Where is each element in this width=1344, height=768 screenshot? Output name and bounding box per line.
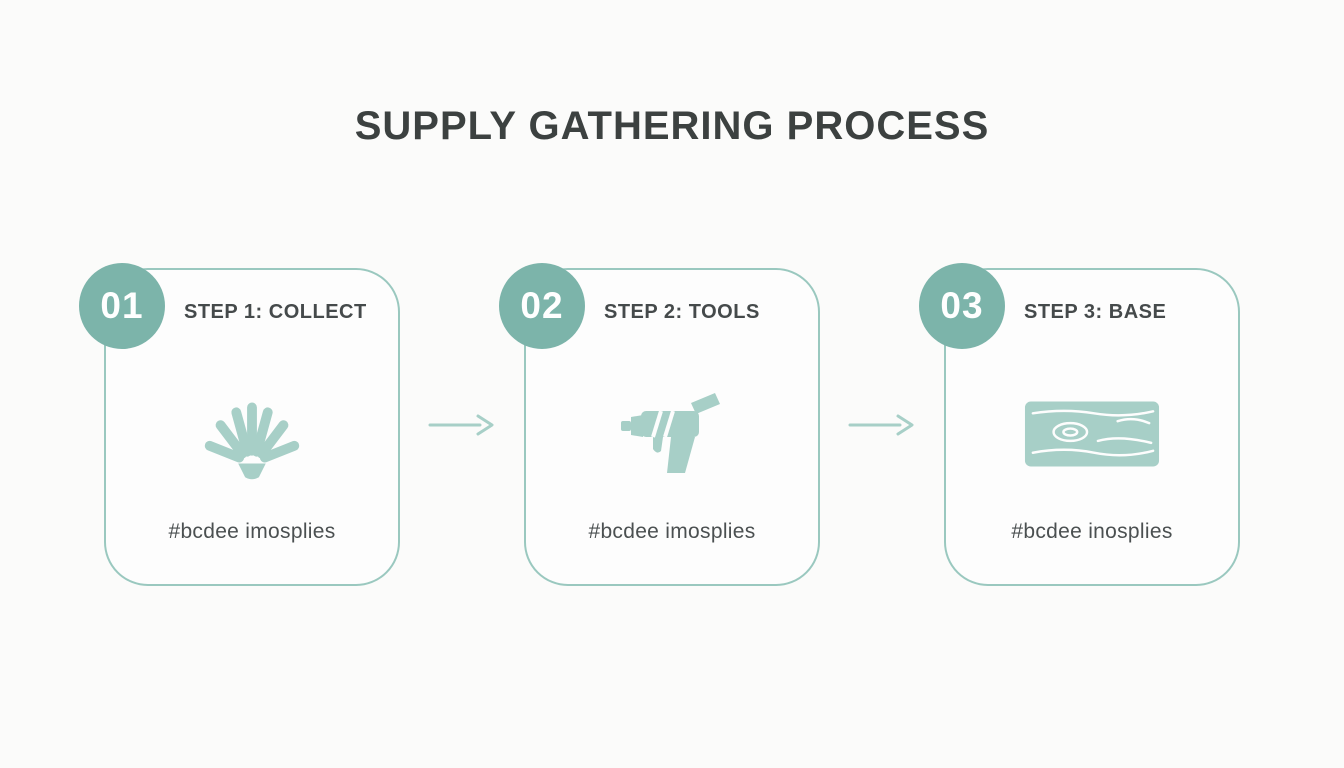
arrow-1-2 bbox=[400, 412, 524, 443]
step-label: STEP 2: TOOLS bbox=[604, 301, 760, 323]
step-caption: #bcdee inosplies bbox=[1011, 520, 1173, 543]
wood-plank-icon bbox=[1023, 399, 1161, 474]
step-number-badge: 03 bbox=[919, 263, 1005, 349]
arrow-2-3 bbox=[820, 412, 944, 443]
step-card-3: 03 STEP 3: BASE #bcdee inosplies bbox=[919, 263, 1240, 586]
step-icon-area bbox=[526, 356, 818, 516]
step-label: STEP 3: BASE bbox=[1024, 301, 1167, 323]
step-icon-area bbox=[106, 356, 398, 516]
step-card-1: 01 STEP 1: COLLECT #bcdee bbox=[79, 263, 400, 586]
arrow-right-icon bbox=[426, 412, 498, 443]
step-number-badge: 01 bbox=[79, 263, 165, 349]
page-title: SUPPLY GATHERING PROCESS bbox=[354, 104, 990, 148]
step-caption: #bcdee imosplies bbox=[168, 520, 336, 543]
step-caption: #bcdee imosplies bbox=[588, 520, 756, 543]
step-icon-area bbox=[946, 356, 1238, 516]
step-number-badge: 02 bbox=[499, 263, 585, 349]
seashell-icon bbox=[193, 375, 311, 498]
process-steps-row: 01 STEP 1: COLLECT #bcdee bbox=[0, 263, 1344, 586]
glue-gun-icon bbox=[609, 379, 735, 494]
step-label: STEP 1: COLLECT bbox=[184, 301, 367, 323]
arrow-right-icon bbox=[846, 412, 918, 443]
step-card-2: 02 STEP 2: TOOLS bbox=[499, 263, 820, 586]
